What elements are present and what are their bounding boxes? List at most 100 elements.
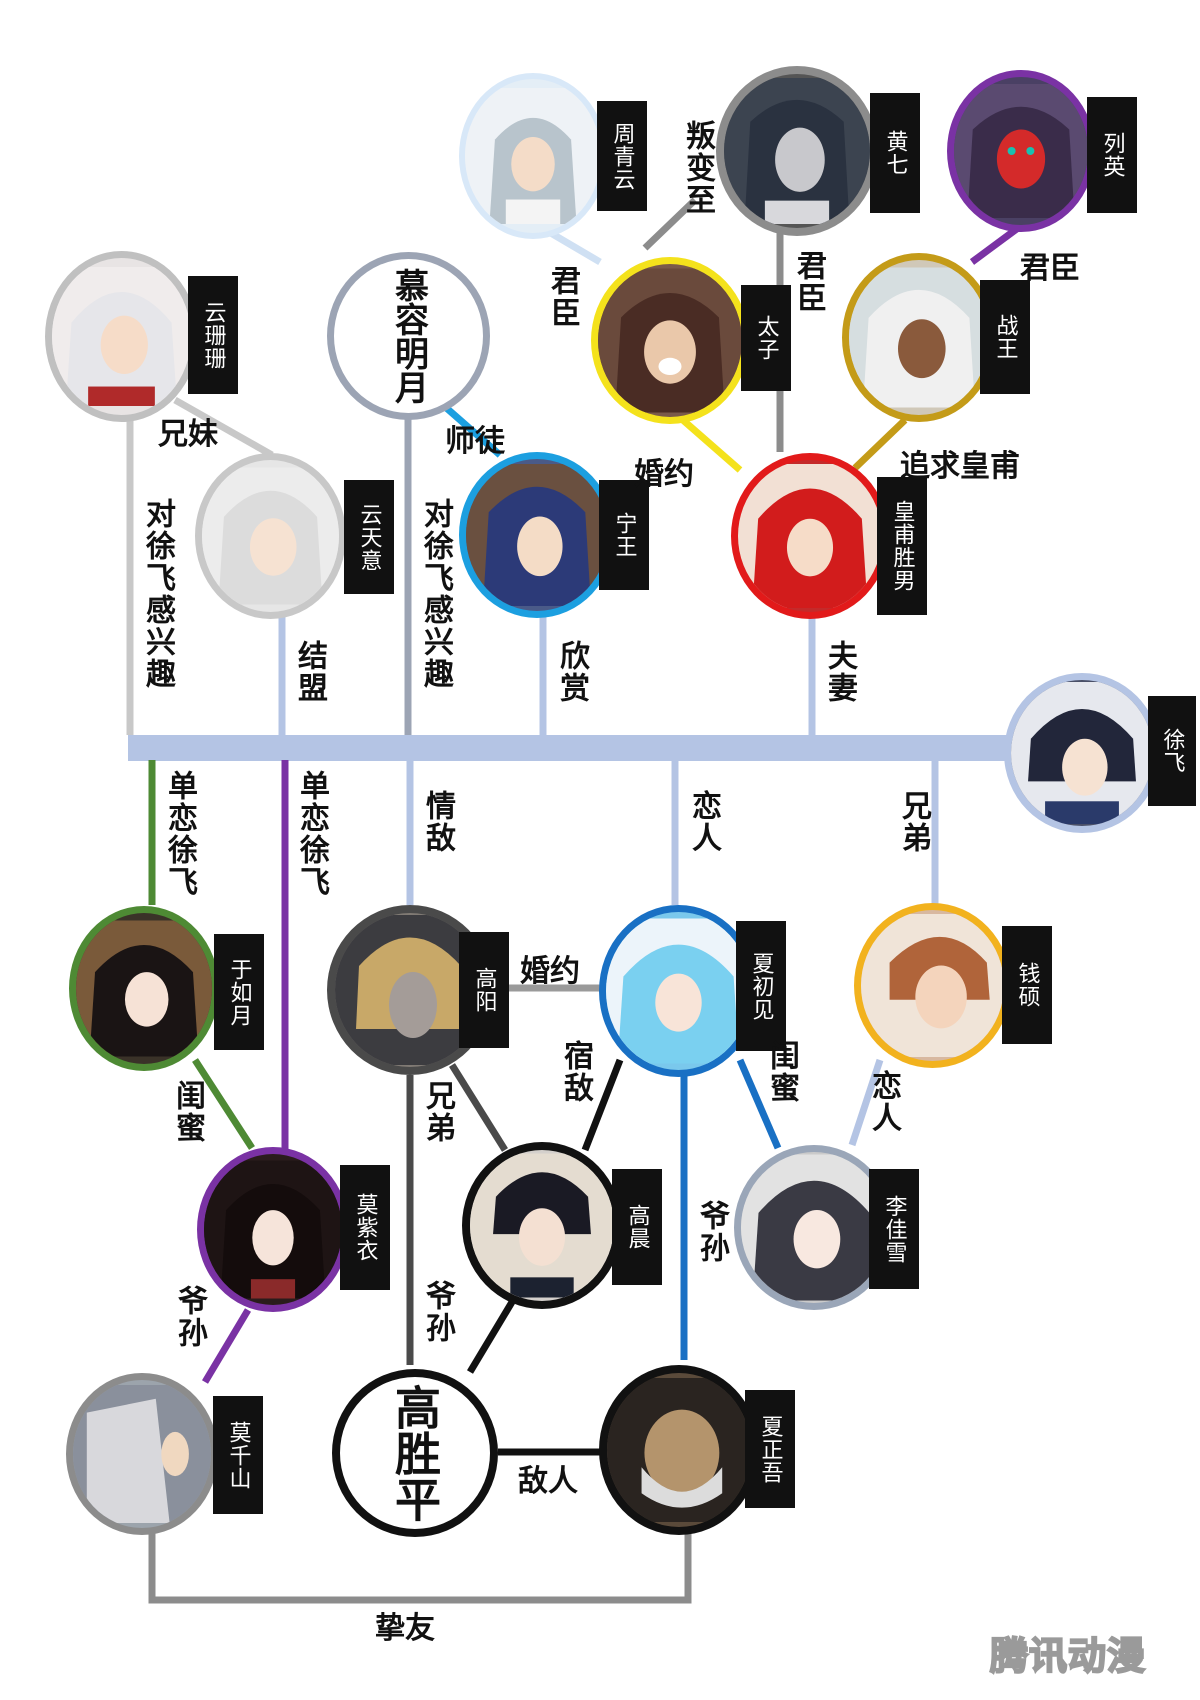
edge-moqianshan-xiazhengwu (148, 1530, 692, 1604)
rel-dui-xu-fei-1: 对徐飞感兴趣 (140, 498, 175, 690)
node-taizi (591, 257, 749, 424)
label-gao-shengping: 高胜平 (388, 1384, 442, 1522)
portrait-lie-ying (954, 84, 1088, 218)
rel-jie-meng: 结盟 (292, 640, 327, 704)
rel-gui-mi-1: 闺蜜 (764, 1040, 799, 1104)
portrait-xu-fei (1011, 682, 1153, 824)
rel-gui-mi-2: 闺蜜 (170, 1080, 205, 1144)
node-gao-shengping: 高胜平 (332, 1369, 498, 1537)
label-xia-zhengwu: 夏正吾 (745, 1390, 795, 1508)
rel-zhui-qiu: 追求皇甫 (900, 449, 1020, 484)
label-zhan-wang: 战王 (980, 280, 1030, 394)
label-yun-shanshan: 云珊珊 (188, 276, 238, 394)
label-xia-chujian: 夏初见 (736, 921, 786, 1051)
label-gao-yang: 高阳 (459, 932, 509, 1048)
edge-xiachujian-lijiaxue (736, 1058, 782, 1150)
node-xu-fei (1004, 673, 1160, 833)
portrait-gao-chen (470, 1153, 614, 1298)
label-xu-fei: 徐飞 (1148, 696, 1196, 806)
label-qian-shuo: 钱硕 (1002, 926, 1052, 1044)
node-mo-ziyi (197, 1147, 349, 1312)
label-mo-qianshan: 莫千山 (213, 1396, 263, 1514)
rel-hun-yue-mid: 婚约 (520, 954, 580, 989)
node-qian-shuo (854, 903, 1011, 1068)
rel-xin-shang: 欣赏 (554, 640, 589, 704)
label-huangfu-shengnan: 皇甫胜男 (877, 477, 927, 615)
rel-jun-chen-huang: 君臣 (791, 250, 826, 314)
rel-ye-sun-1: 爷孙 (172, 1285, 207, 1349)
edge-qianshuo-lijiaxue (848, 1058, 884, 1147)
rel-jun-chen-zhou: 君臣 (545, 265, 580, 329)
rel-pan-bian-zhi: 叛变至 (680, 120, 715, 216)
tencent-comic-watermark: 腾讯动漫 (989, 1633, 1147, 1679)
node-zhan-wang (842, 253, 996, 422)
rel-di-ren: 敌人 (518, 1464, 578, 1499)
node-lie-ying (947, 70, 1095, 232)
rel-ye-sun-2: 爷孙 (420, 1280, 455, 1344)
edge-gaochen-gaoshengping (466, 1300, 516, 1374)
portrait-mo-ziyi (204, 1160, 342, 1299)
rel-hun-yue-top: 婚约 (634, 457, 694, 492)
portrait-xia-chujian (606, 918, 751, 1064)
label-lie-ying: 列英 (1087, 97, 1137, 213)
edge-yuruyue-moziyi (192, 1058, 255, 1150)
edge-zhanwang-huangfu (852, 417, 908, 471)
edge-xiachujian-gaochen (581, 1058, 624, 1152)
node-zhou-qingyun (459, 73, 607, 239)
rel-xiong-mei: 兄妹 (158, 417, 218, 452)
portrait-qian-shuo (861, 914, 1004, 1057)
rel-qing-di: 情敌 (420, 790, 455, 854)
portrait-xia-zhengwu (607, 1378, 751, 1522)
portrait-mo-qianshan (73, 1385, 211, 1523)
label-mo-ziyi: 莫紫衣 (340, 1165, 390, 1290)
rel-xiong-di-mid: 兄弟 (420, 1080, 455, 1144)
rel-lian-ren-1: 恋人 (686, 790, 721, 854)
edge-shanshan-tianyi (173, 396, 274, 459)
node-huang-qi (716, 66, 878, 236)
portrait-li-jiaxue (741, 1154, 887, 1301)
label-gao-chen: 高晨 (612, 1169, 662, 1285)
rel-ye-sun-3: 爷孙 (694, 1200, 729, 1264)
label-yu-ruyue: 于如月 (214, 934, 264, 1050)
node-yu-ruyue (69, 906, 219, 1071)
rel-fu-qi: 夫妻 (822, 640, 857, 704)
portrait-taizi (598, 268, 742, 413)
edge-moziyi-moqianshan (201, 1308, 252, 1384)
rel-su-di: 宿敌 (558, 1040, 593, 1104)
portrait-huang-qi (724, 78, 870, 224)
rel-dui-xu-fei-2: 对徐飞感兴趣 (418, 498, 453, 690)
label-li-jiaxue: 李佳雪 (869, 1169, 919, 1289)
node-yun-shanshan (45, 251, 198, 422)
portrait-yun-shanshan (52, 267, 191, 406)
portrait-yu-ruyue (76, 920, 212, 1057)
node-huangfu-shengnan (731, 453, 889, 619)
label-ning-wang: 宁王 (599, 480, 649, 590)
edge-mingyue-ningwang (440, 402, 503, 458)
node-yun-tianyi (195, 453, 346, 619)
node-xia-chujian (599, 905, 758, 1077)
portrait-huangfu-shengnan (738, 464, 882, 608)
portrait-zhou-qingyun (465, 88, 601, 224)
rel-xiong-di-top: 兄弟 (896, 790, 931, 854)
rel-dan-lian-2: 单恋徐飞 (294, 770, 329, 898)
portrait-ning-wang (466, 464, 608, 606)
label-taizi: 太子 (741, 285, 791, 391)
node-xia-zhengwu (599, 1365, 759, 1535)
edge-lie-zhanwang (969, 225, 1021, 265)
portrait-zhan-wang (849, 267, 989, 408)
label-huang-qi: 黄七 (870, 93, 920, 213)
edge-gaoyang-gaochen (449, 1063, 508, 1152)
rel-zhi-you: 挚友 (375, 1611, 435, 1646)
node-gao-chen (462, 1142, 622, 1309)
rel-dan-lian-1: 单恋徐飞 (162, 770, 197, 898)
node-mo-qianshan (66, 1373, 218, 1535)
label-yun-tianyi: 云天意 (344, 480, 394, 594)
edge-huang-taizi (642, 197, 698, 251)
rel-jun-chen-lie: 君臣 (1020, 251, 1080, 286)
node-murong-mingyue: 慕容明月 (327, 252, 490, 420)
node-ning-wang (459, 452, 615, 618)
label-zhou-qingyun: 周青云 (597, 101, 647, 211)
portrait-yun-tianyi (202, 467, 339, 605)
